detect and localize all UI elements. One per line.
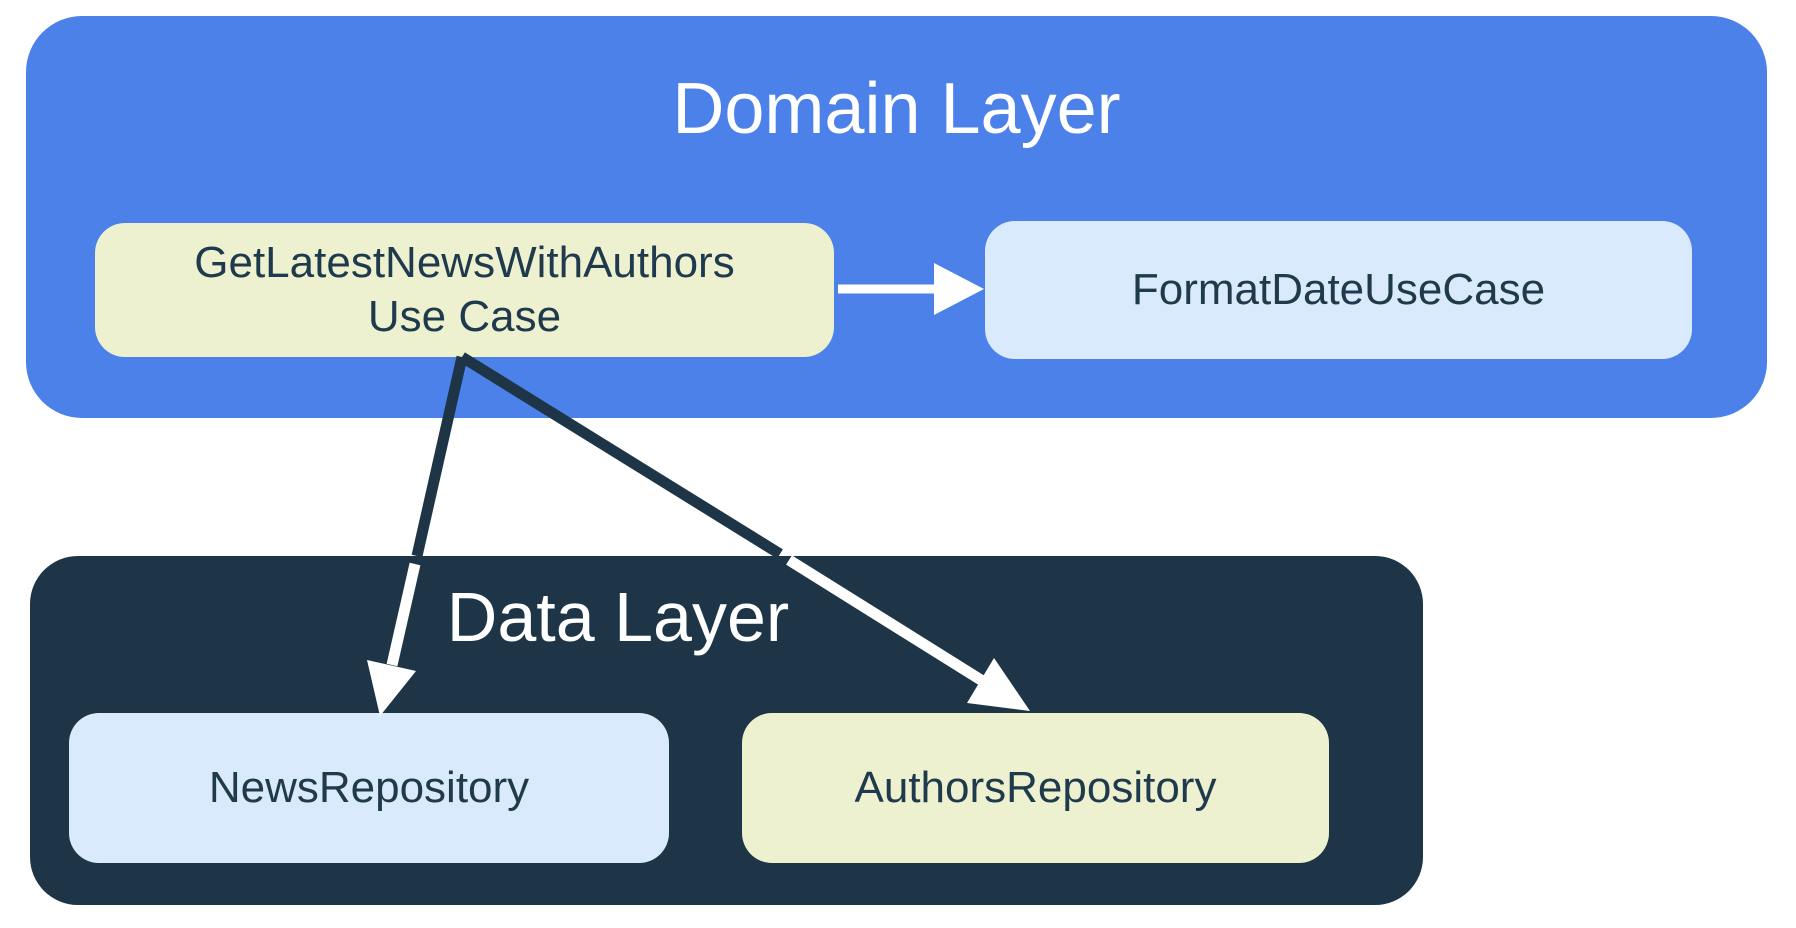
node-get-latest-news-use-case: GetLatestNewsWithAuthors Use Case xyxy=(95,223,834,357)
node-authors-repository: AuthorsRepository xyxy=(742,713,1329,863)
node-get-latest-news-use-case-label-line2: Use Case xyxy=(367,292,562,341)
node-format-date-use-case-label: FormatDateUseCase xyxy=(1131,264,1546,314)
domain-layer-title: Domain Layer xyxy=(672,69,1121,149)
data-layer-title: Data Layer xyxy=(446,578,790,656)
node-authors-repository-label: AuthorsRepository xyxy=(854,762,1217,812)
domain-layer-container: Domain Layer GetLatestNewsWithAuthors Us… xyxy=(26,16,1767,418)
node-news-repository: NewsRepository xyxy=(69,713,669,863)
data-layer-container: Data Layer NewsRepository AuthorsReposit… xyxy=(30,556,1423,905)
node-format-date-use-case: FormatDateUseCase xyxy=(985,221,1692,359)
node-get-latest-news-use-case-label-line1: GetLatestNewsWithAuthors xyxy=(194,237,735,287)
node-news-repository-label: NewsRepository xyxy=(208,762,530,812)
